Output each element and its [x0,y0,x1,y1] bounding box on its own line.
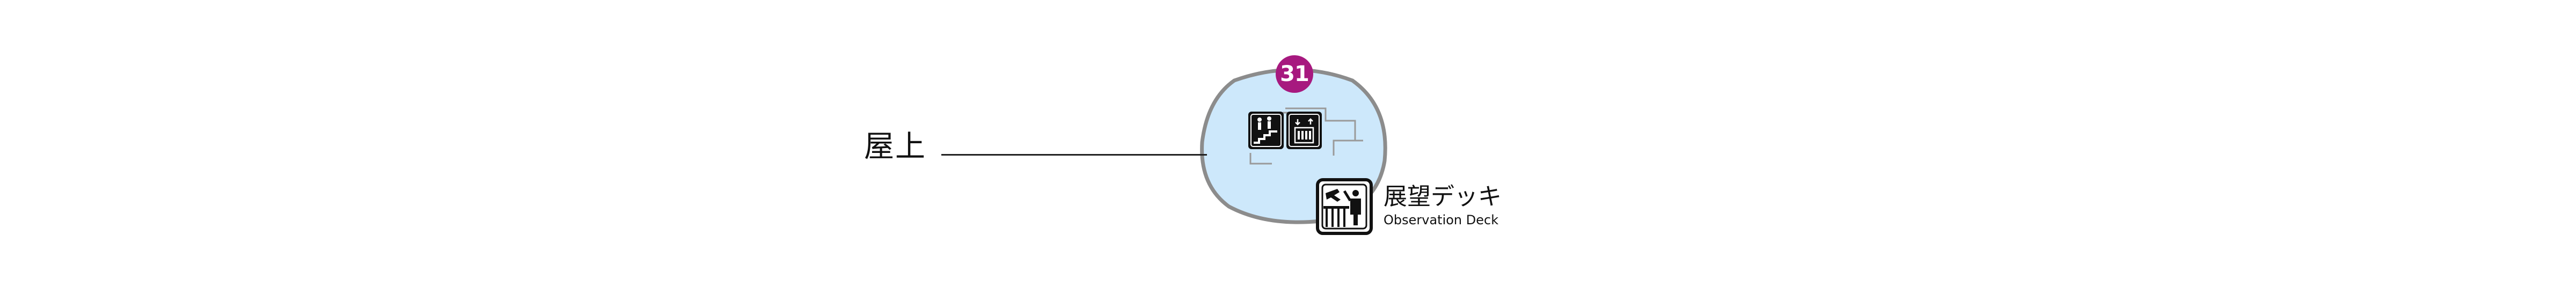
observation-deck-icon[interactable] [1316,178,1373,235]
escalator-icon[interactable] [1248,112,1284,149]
observation-deck-name-ja[interactable]: 展望デッキ [1384,183,1502,210]
leader-line [941,154,1207,156]
observation-deck-name-en[interactable]: Observation Deck [1384,212,1499,227]
spot-number-badge[interactable]: 31 [1276,55,1313,93]
elevator-icon[interactable] [1286,112,1322,149]
floor-label: 屋上 [864,129,926,164]
